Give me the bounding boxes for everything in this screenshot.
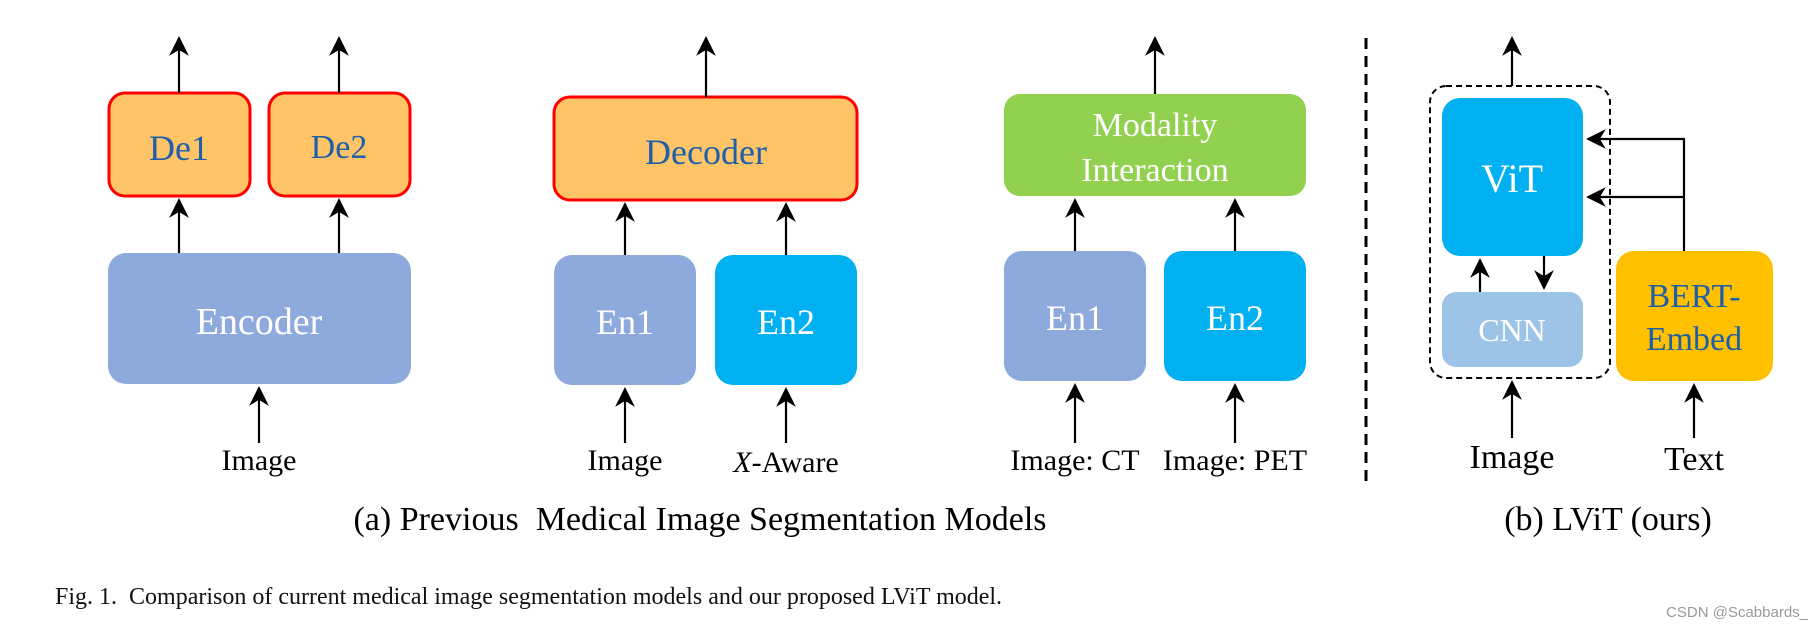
encoder-block — [108, 253, 411, 384]
xaware-suffix: -Aware — [752, 446, 839, 479]
model-2-dual-encoder: Decoder En1 En2 Image X-Aware — [552, 36, 859, 479]
input-image-lvit: Image — [1470, 439, 1555, 476]
modality-label-line2: Interaction — [1081, 152, 1228, 189]
xaware-variable: X — [732, 446, 753, 479]
en2-label-3: En2 — [1206, 298, 1264, 338]
lvit-dashed-frame — [1429, 85, 1611, 379]
watermark: CSDN @Scabbards_ — [1666, 604, 1808, 621]
input-text-lvit: Text — [1664, 441, 1724, 478]
arrow-bert-vit-upper — [1586, 129, 1686, 251]
en1-label-3: En1 — [1046, 298, 1104, 338]
en1-block-3 — [1004, 251, 1146, 381]
input-image-pet: Image: PET — [1163, 444, 1307, 477]
input-image-1: Image — [222, 444, 297, 477]
input-image-ct: Image: CT — [1010, 444, 1139, 477]
modality-label-line1: Modality — [1093, 107, 1218, 144]
decoder-label: Decoder — [645, 132, 767, 172]
en2-block-2 — [715, 255, 857, 385]
en2-block-3 — [1164, 251, 1306, 381]
de2-label: De2 — [311, 129, 368, 166]
input-image-2: Image — [588, 444, 663, 477]
bert-label-line1: BERT- — [1647, 278, 1740, 315]
model-lvit: ViT CNN BERT- Embed Image Text — [1429, 36, 1773, 478]
vit-block — [1442, 98, 1583, 256]
en1-block-2 — [554, 255, 696, 385]
model-3-multimodal: Modality Interaction En1 En2 Image: CT I… — [1004, 36, 1307, 477]
en1-label-2: En1 — [596, 302, 654, 342]
figure-caption: Fig. 1. Comparison of current medical im… — [55, 584, 1003, 610]
model-1-multitask: De1 De2 Encoder Image — [107, 36, 412, 477]
subcaption-a: (a) Previous Medical Image Segmentation … — [353, 501, 1046, 538]
vit-label: ViT — [1481, 156, 1543, 201]
bert-label-line2: Embed — [1646, 321, 1742, 358]
bert-embed-block — [1616, 251, 1773, 381]
de1-label: De1 — [149, 128, 209, 168]
en2-label-2: En2 — [757, 302, 815, 342]
cnn-label: CNN — [1478, 312, 1546, 348]
encoder-label: Encoder — [196, 301, 323, 343]
subcaption-b: (b) LViT (ours) — [1504, 501, 1712, 538]
cnn-block — [1442, 292, 1583, 367]
modality-interaction-block — [1004, 94, 1306, 196]
input-xaware: X-Aware — [732, 446, 839, 479]
